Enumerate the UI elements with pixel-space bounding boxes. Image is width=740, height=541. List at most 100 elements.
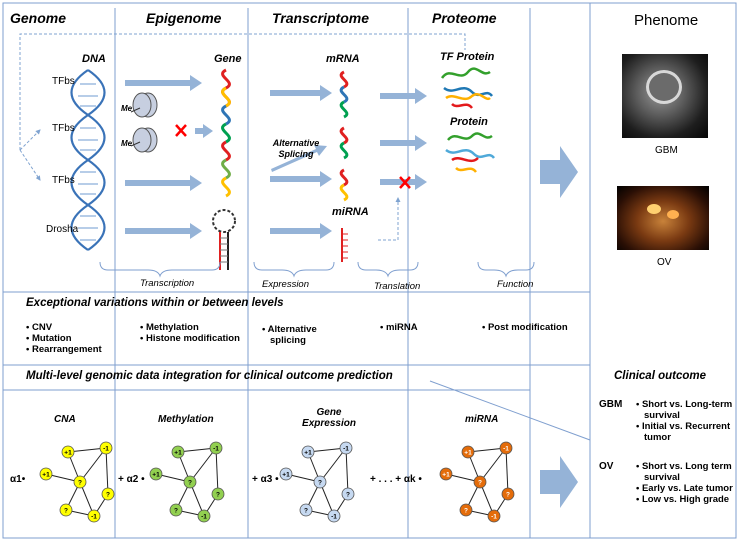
variation-histone: • Histone modification [140,333,240,344]
network-gene-expression: +1-1+1??-1? [279,441,355,523]
network-node-label: -1 [331,514,337,521]
network-node [99,441,113,455]
label-gbm: GBM [655,145,678,156]
clinical-title: Clinical outcome [614,370,707,382]
variations-genome: • CNV • Mutation • Rearrangement [26,322,112,355]
network-node [301,445,315,459]
feedback-dashed-line [19,33,466,241]
network-node-label: ? [64,508,68,515]
drosha-complex [212,209,236,270]
flow-arrows [125,75,578,508]
ov-pet-image [617,186,709,250]
mirna-strand [341,228,348,262]
gene-strands [221,68,231,198]
network-node-label: +1 [442,472,450,479]
network-node [499,441,513,455]
network-node-label: ? [304,508,308,515]
variation-mutation: • Mutation [26,333,72,344]
network-node [149,467,163,481]
network-node-label: ? [174,508,178,515]
network-node [459,503,473,517]
network-node-label: -1 [103,446,109,453]
network-node [211,487,225,501]
network-edge [79,447,107,483]
nucleosomes [132,92,158,153]
network-node [171,445,185,459]
network-node-label: ? [464,508,468,515]
label-tfbs-3: TFbs [52,175,75,186]
network-node-label: ? [318,480,322,487]
network-edge [505,447,509,495]
clinical-gbm-item: • Initial vs. Recurrent tumor [636,421,731,443]
header-epigenome: Epigenome [146,10,222,26]
network-node [313,475,327,489]
gbm-mri-image [622,54,708,138]
network-node [341,487,355,501]
stage-function: Function [497,279,534,290]
variations-title: Exceptional variations within or between… [26,297,284,309]
variations-transcriptome: • Alternative splicing [262,324,348,346]
label-me-1: Me [121,104,133,113]
network-edge [189,447,217,483]
network-node-label: +1 [464,450,472,457]
mrna-strands [339,70,349,202]
header-phenome: Phenome [634,12,699,29]
network-edge [345,447,349,495]
network-mirna: +1-1+1??-1? [439,441,515,523]
protein-structure [445,132,495,173]
variation-cnv: • CNV [26,322,53,333]
network-node-label: ? [346,492,350,499]
label-tfbs-2: TFbs [52,123,75,134]
network-node-label: ? [78,480,82,487]
stage-braces [99,261,535,278]
network-methylation: +1-1+1??-1? [149,441,225,523]
clinical-gbm-list: • Short vs. Long-term survival • Initial… [636,399,734,443]
network-node [473,475,487,489]
network-node-label: +1 [174,450,182,457]
stage-transcription: Transcription [140,278,195,289]
network-node-label: ? [216,492,220,499]
label-mrna: mRNA [326,53,360,65]
coefficient-a2: + α2 • [118,474,145,485]
label-tfbs-1: TFbs [52,76,75,87]
network-node-label: +1 [282,472,290,479]
integration-title: Multi-level genomic data integration for… [26,370,393,382]
network-cna: +1-1+1??-1? [39,441,115,523]
dna-rungs [78,83,98,241]
network-node [169,503,183,517]
network-node-label: +1 [64,450,72,457]
variations-proteome: • miRNA [380,322,460,333]
network-node [501,487,515,501]
network-node [487,509,501,523]
label-gene: Gene [214,53,242,65]
network-node [461,445,475,459]
network-node-label: +1 [152,472,160,479]
coefficient-a3: + α3 • [252,474,279,485]
label-tf-protein: TF Protein [440,51,495,63]
label-alternative-splicing: Alternative Splicing [272,138,320,159]
label-protein: Protein [450,116,488,128]
network-label-gene-expression: Gene Expression [302,407,356,429]
label-dna: DNA [82,53,106,65]
network-node-label: -1 [503,446,509,453]
network-node [183,475,197,489]
header-transcriptome: Transcriptome [272,10,369,26]
network-node-label: -1 [201,514,207,521]
clinical-ov-item: • Low vs. High grade [636,494,730,505]
variations-epigenome: • Methylation • Histone modification [140,322,240,344]
network-edge [479,447,507,483]
network-node [439,467,453,481]
network-node [59,503,73,517]
network-edge [319,447,347,483]
network-node [209,441,223,455]
clinical-ov-list: • Short vs. Long term survival • Early v… [636,461,734,505]
variation-post-modification: • Post modification [482,322,568,333]
networks: +1-1+1??-1?+1-1+1??-1?+1-1+1??-1?+1-1+1?… [39,441,515,523]
network-node-label: +1 [42,472,50,479]
network-node [197,509,211,523]
clinical-ov-item: • Early vs. Late tumor [636,483,733,494]
network-node [73,475,87,489]
